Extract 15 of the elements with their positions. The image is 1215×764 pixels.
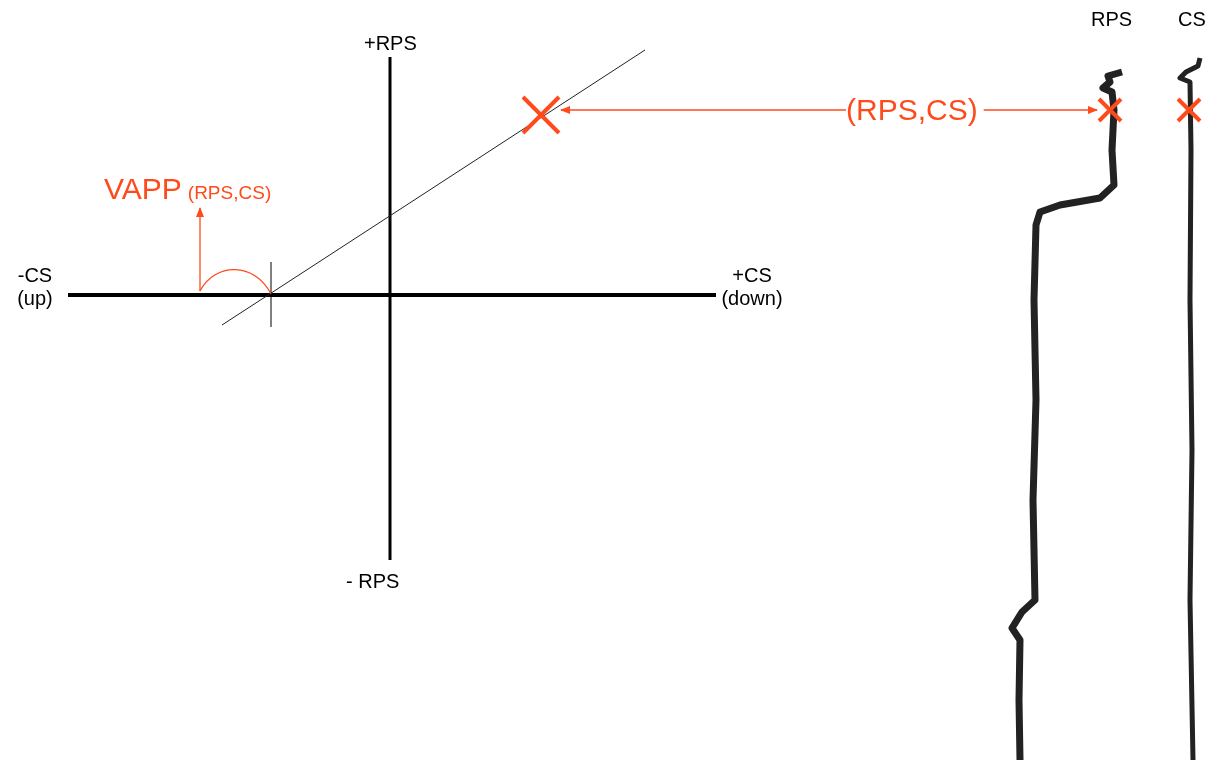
axis-label: - RPS <box>346 570 400 593</box>
axis-label: CS <box>1178 8 1206 31</box>
arrow <box>983 106 1098 114</box>
axis-label: +CS (down) <box>720 264 784 310</box>
cross-marker <box>521 95 561 135</box>
subscript-label: (RPS,CS) <box>187 182 272 203</box>
arrow <box>560 106 847 114</box>
axis-label: RPS <box>1091 8 1133 31</box>
axis-label: -CS (up) <box>16 264 54 310</box>
point-label: VAPP <box>104 172 182 205</box>
cross-marker <box>1097 97 1123 123</box>
cross-marker <box>1176 97 1202 123</box>
axis-label: +RPS <box>364 32 417 55</box>
point-label: (RPS,CS) <box>846 93 978 126</box>
arrow <box>196 207 204 292</box>
